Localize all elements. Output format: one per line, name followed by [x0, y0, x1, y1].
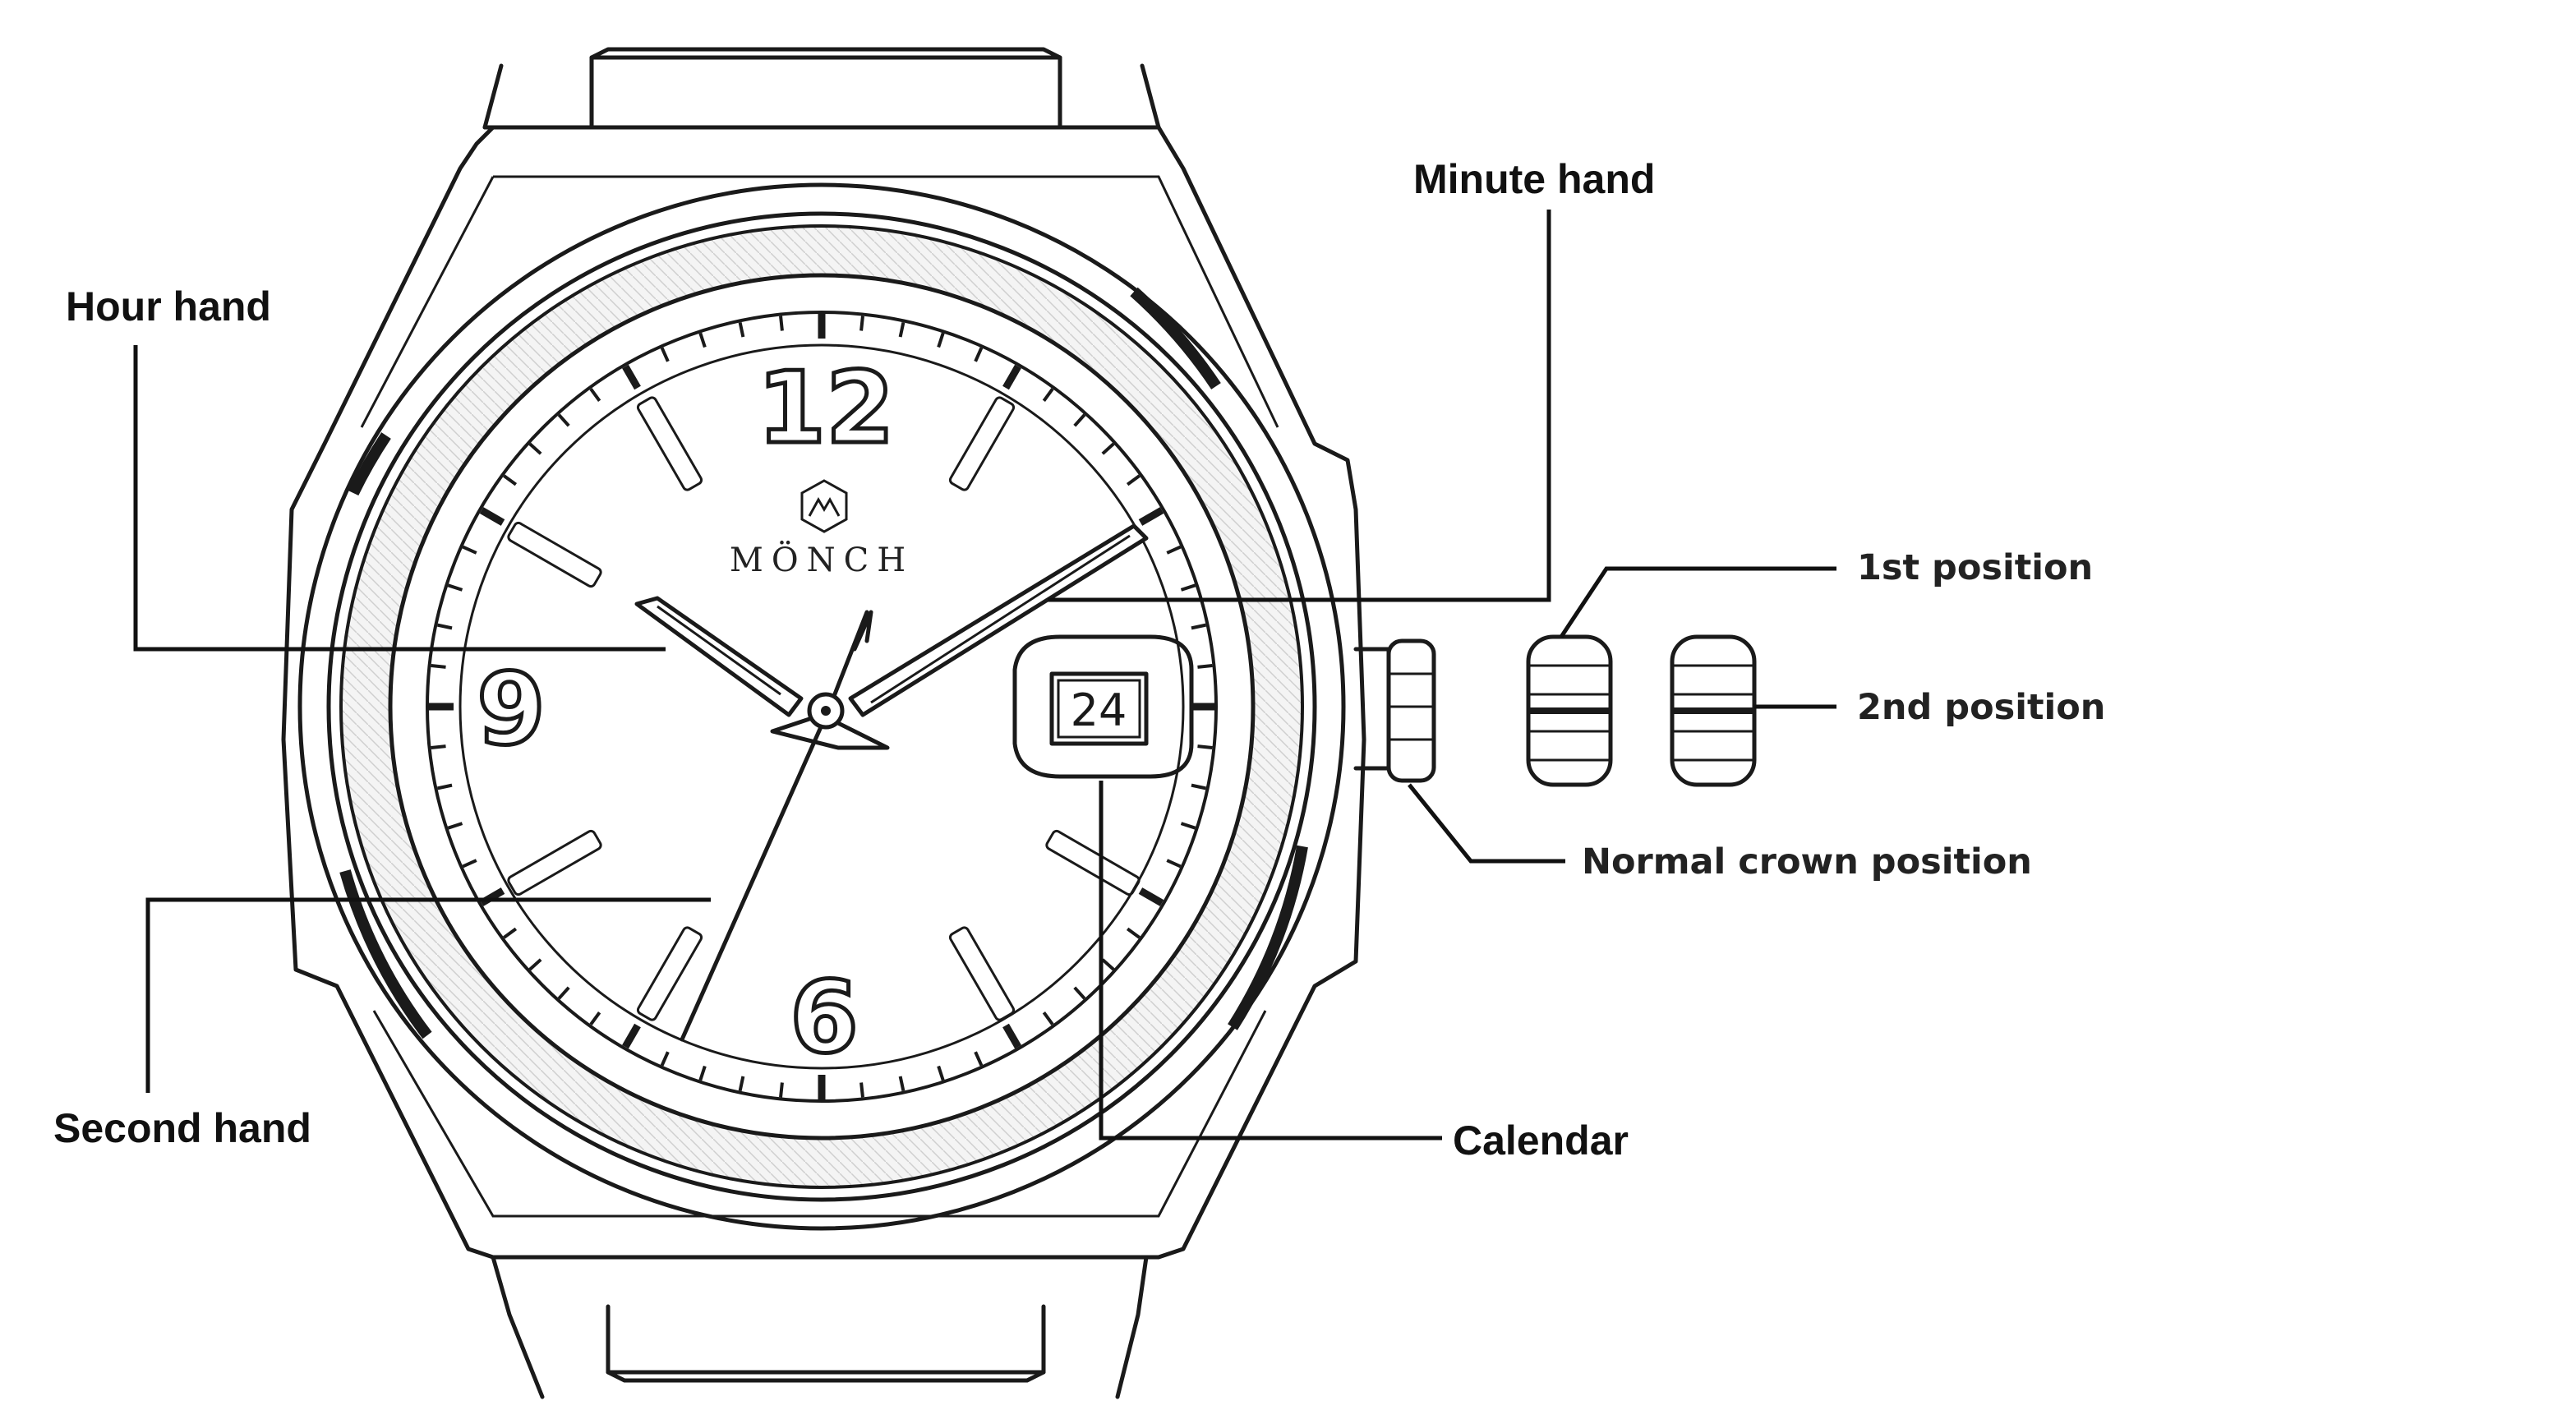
minute-tick: [859, 1082, 864, 1098]
minute-tick: [1191, 623, 1206, 630]
strap-bottom: [491, 1255, 1149, 1399]
minute-tick: [479, 507, 505, 526]
minute-tick: [1166, 859, 1182, 869]
minute-tick: [698, 332, 707, 348]
minute-tick: [974, 347, 984, 362]
numeral-12: 12: [758, 352, 895, 466]
minute-tick: [660, 1051, 670, 1067]
minute-tick: [660, 347, 670, 362]
leader-normal-crown: [1408, 783, 1565, 864]
minute-track: [429, 314, 1214, 1099]
minute-tick: [1180, 822, 1196, 830]
strap-top: [482, 47, 1161, 130]
minute-tick: [622, 1023, 641, 1049]
minute-tick: [462, 545, 477, 555]
minute-tick: [1138, 507, 1164, 526]
minute-tick: [1126, 474, 1141, 486]
label-second-position: 2nd position: [1857, 687, 2105, 728]
label-hour-hand: Hour hand: [66, 283, 271, 330]
minute-tick: [698, 1065, 707, 1081]
minute-tick: [431, 744, 446, 749]
date-window: [1012, 634, 1194, 779]
minute-tick: [1073, 413, 1086, 427]
minute-tick: [779, 1082, 784, 1098]
minute-tick: [1101, 442, 1115, 455]
minute-tick: [1138, 887, 1164, 906]
label-second-hand: Second hand: [53, 1105, 311, 1151]
minute-tick: [447, 822, 463, 830]
brand-name: MÖNCH: [730, 541, 914, 579]
leader-minute-hand: [1048, 210, 1551, 602]
leader-second-hand: [145, 897, 711, 1093]
minute-hand: [770, 523, 1149, 750]
minute-tick: [589, 1011, 601, 1025]
minute-tick: [898, 322, 906, 338]
minute-tick: [1002, 364, 1021, 390]
label-first-position: 1st position: [1857, 547, 2093, 588]
minute-tick: [437, 623, 453, 630]
label-normal-crown-position: Normal crown position: [1582, 841, 2032, 883]
crown-second-position: [1670, 634, 1757, 787]
minute-tick: [738, 1076, 745, 1091]
minute-tick: [622, 364, 641, 390]
minute-tick: [937, 1065, 945, 1081]
minute-tick: [557, 986, 570, 1000]
minute-tick: [589, 388, 601, 403]
second-hand: [680, 610, 873, 1042]
brand-logo: [800, 479, 848, 533]
minute-tick: [1073, 986, 1086, 1000]
label-calendar: Calendar: [1453, 1118, 1629, 1164]
minute-tick: [937, 332, 945, 348]
minute-tick: [462, 859, 477, 869]
numeral-9: 9: [477, 653, 546, 767]
hour-markers: [507, 396, 1141, 1021]
minute-tick: [1002, 1023, 1021, 1049]
minute-tick: [447, 583, 463, 592]
minute-tick: [1042, 1011, 1054, 1025]
leader-first-position: [1559, 566, 1836, 638]
minute-tick: [557, 413, 570, 427]
minute-tick: [859, 316, 864, 331]
leader-calendar: [1099, 781, 1442, 1141]
minute-tick: [1197, 664, 1213, 669]
minute-tick: [974, 1051, 984, 1067]
minute-tick: [528, 442, 542, 455]
minute-tick: [1101, 958, 1115, 971]
center-pinion: [807, 692, 845, 730]
minute-tick: [437, 783, 453, 790]
hour-hand: [634, 596, 804, 717]
date-value: 24: [1071, 684, 1127, 736]
minute-tick: [1197, 744, 1213, 749]
label-minute-hand: Minute hand: [1413, 156, 1655, 202]
minute-tick: [738, 322, 745, 338]
minute-tick: [528, 958, 542, 971]
minute-tick: [779, 316, 784, 331]
minute-tick: [503, 927, 518, 939]
minute-tick: [503, 474, 518, 486]
crown-normal-position: [1353, 638, 1436, 783]
minute-tick: [1166, 545, 1182, 555]
minute-tick: [431, 664, 446, 669]
minute-tick: [1191, 783, 1206, 790]
numeral-6: 6: [790, 961, 859, 1076]
leader-hour-hand: [133, 345, 666, 652]
watch-case: [281, 125, 1366, 1260]
minute-tick: [898, 1076, 906, 1091]
minute-tick: [1126, 927, 1141, 939]
minute-tick: [1180, 583, 1196, 592]
crown-first-position: [1526, 634, 1613, 787]
minute-tick: [1042, 388, 1054, 403]
